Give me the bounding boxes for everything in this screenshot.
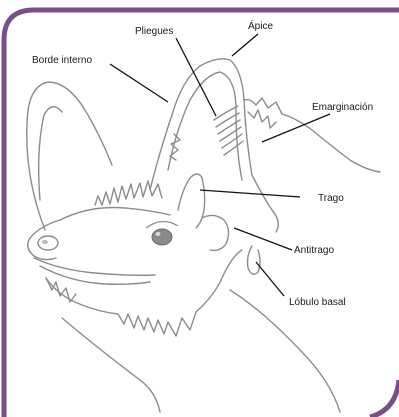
leader-antitrago	[234, 228, 292, 250]
eye-highlight	[156, 232, 161, 236]
ear-pleats	[214, 106, 243, 155]
label-pliegues: Pliegues	[135, 26, 173, 37]
label-borde-interno: Borde interno	[32, 55, 92, 66]
eye-socket	[146, 221, 178, 228]
mouth-line	[34, 258, 155, 275]
leader-borde-interno	[110, 64, 168, 102]
leader-lines	[110, 34, 330, 296]
antitragus-outline	[202, 215, 229, 250]
basal-lobe-outline	[248, 246, 261, 274]
label-trago: Trago	[318, 193, 344, 204]
cheek-outline	[196, 250, 242, 312]
tragus-outline	[178, 174, 205, 228]
frame-border	[4, 10, 399, 417]
frame-corner-bottom-right	[370, 380, 399, 417]
right-ear-outline	[150, 59, 278, 232]
leader-lobulo-basal	[256, 262, 284, 296]
chin-fur	[46, 278, 76, 302]
throat-fur	[118, 312, 196, 336]
forehead-outline	[60, 208, 170, 221]
nose	[38, 236, 58, 250]
leader-trago	[200, 190, 300, 197]
back-fur	[248, 110, 276, 128]
label-lobulo-basal: Lóbulo basal	[289, 297, 346, 308]
snout-outline	[28, 220, 60, 260]
label-emarginacion: Emarginación	[312, 102, 373, 113]
label-apice: Ápice	[248, 19, 273, 32]
leader-pliegues	[176, 38, 216, 116]
left-ear-inner	[39, 107, 62, 200]
neck-line-back	[230, 290, 340, 412]
leader-apice	[232, 34, 258, 56]
neck-line-front	[62, 318, 160, 412]
label-antitrago: Antitrago	[294, 245, 334, 256]
nostril	[42, 240, 48, 244]
eye	[152, 229, 172, 245]
leader-emarginacion	[262, 114, 330, 142]
